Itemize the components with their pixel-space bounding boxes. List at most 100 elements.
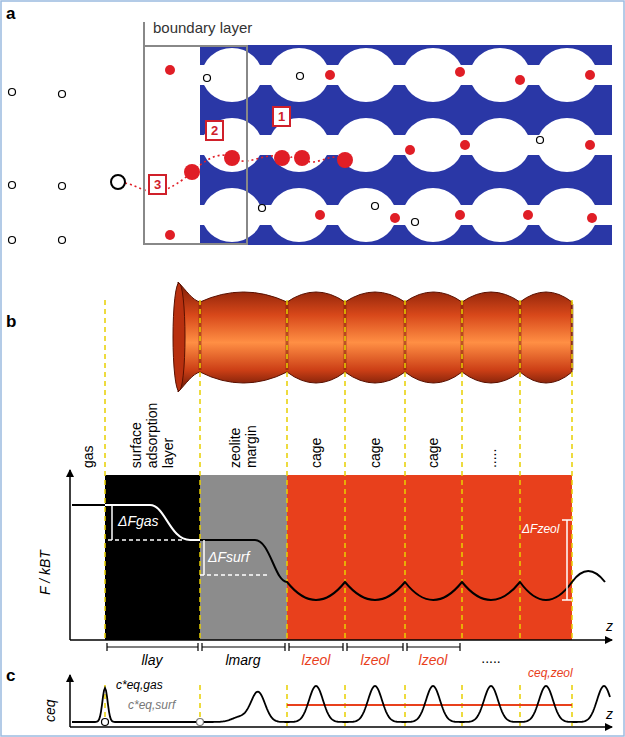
figure-line — [104, 300, 106, 640]
figure-ellipse — [269, 48, 329, 102]
figure-line — [201, 643, 202, 651]
figure-circle — [455, 210, 465, 220]
figure-circle — [315, 210, 325, 220]
x-axis — [70, 639, 612, 641]
figure-line — [406, 643, 407, 651]
axis-label: lzeol — [302, 652, 331, 668]
figure-ellipse — [202, 118, 262, 172]
figure-circle — [523, 210, 533, 220]
figure-circle — [412, 219, 419, 226]
free-energy-curve — [72, 505, 605, 600]
figure-line — [404, 685, 406, 727]
callout-number: 3 — [154, 177, 161, 192]
figure-line — [344, 685, 346, 727]
callout-box: 1 — [272, 106, 291, 127]
figure-circle — [59, 91, 66, 98]
figure-ellipse — [403, 188, 463, 242]
axis-label: ..... — [481, 650, 500, 666]
figure-line — [404, 300, 406, 640]
energy-label: ΔFzeol — [522, 522, 572, 536]
figure-line — [199, 685, 201, 727]
figure-line — [461, 304, 464, 370]
figure-line — [197, 643, 198, 651]
figure-ellipse — [403, 48, 463, 102]
figure-circle — [224, 150, 240, 166]
callout-number: 1 — [278, 109, 285, 124]
figure-line — [407, 646, 460, 647]
axis-label: llay — [141, 652, 162, 668]
figure-line — [519, 300, 521, 640]
figure-line — [200, 574, 270, 576]
figure-line — [286, 300, 288, 640]
figure-line — [347, 646, 403, 647]
figure-ellipse — [470, 48, 530, 102]
boundary-bracket — [143, 22, 145, 46]
figure-ellipse — [336, 188, 396, 242]
figure-line — [286, 685, 288, 727]
energy-label: ΔFsurf — [208, 549, 287, 565]
figure-ellipse — [470, 188, 530, 242]
region-label: ceq — [42, 682, 58, 722]
figure-line — [571, 685, 573, 727]
axis-label: lmarg — [225, 652, 260, 668]
figure-line — [562, 519, 572, 521]
figure-line — [571, 304, 574, 370]
figure-line — [461, 300, 463, 640]
figure-line — [344, 304, 347, 370]
figure-ellipse — [202, 188, 262, 242]
figure-ellipse — [537, 48, 597, 102]
region-label: gas — [80, 428, 96, 468]
figure-circle — [372, 203, 379, 210]
callout-box: 2 — [205, 120, 224, 141]
free-energy-curve — [105, 505, 200, 540]
figure-circle — [165, 65, 175, 75]
figure-circle — [59, 237, 66, 244]
zeolite-band: ΔFzeol — [287, 475, 572, 640]
gas-molecule — [111, 175, 125, 189]
figure-circle — [184, 164, 200, 180]
axis-label: c*eq,surf — [128, 699, 175, 713]
figure-line — [289, 646, 343, 647]
region-label: surface adsorption layer — [128, 382, 176, 468]
callout-number: 2 — [211, 123, 218, 138]
box-heading: boundary layer — [153, 19, 252, 36]
figure-circle — [9, 237, 16, 244]
figure-circle — [59, 183, 66, 190]
zeolite-cages — [200, 48, 612, 242]
tracked-molecule — [184, 150, 353, 180]
figure-circle — [585, 70, 595, 80]
figure-path — [178, 282, 572, 392]
figure-circle — [460, 140, 470, 150]
mean-concentration-line — [287, 704, 572, 706]
figure-line — [566, 520, 568, 600]
figure-line — [111, 505, 113, 540]
figure-line — [288, 643, 289, 651]
figure-circle — [587, 213, 597, 223]
figure-line — [286, 304, 289, 370]
boundary-layer-box: boundary layer3 — [143, 45, 248, 245]
figure-circle — [294, 150, 310, 166]
figure-circle — [390, 213, 400, 223]
figure-line — [571, 300, 573, 640]
figure-ellipse — [470, 118, 530, 172]
region-label: ..... — [483, 428, 499, 468]
axis-label: lzeol — [419, 652, 448, 668]
x-axis — [70, 726, 612, 728]
panel-letter: b — [6, 312, 16, 332]
figure-line — [202, 646, 285, 647]
figure-line — [346, 643, 347, 651]
figure-line — [342, 643, 343, 651]
channel-isosurface — [173, 282, 572, 392]
region-boundaries — [105, 300, 572, 727]
figure-circle — [9, 89, 16, 96]
figure-circle — [9, 182, 16, 189]
figure-line — [199, 304, 202, 370]
figure-line — [284, 643, 285, 651]
figure-circle — [337, 152, 353, 168]
callout-box: 3 — [148, 174, 167, 195]
figure-circle — [204, 75, 211, 82]
figure-ellipse — [403, 118, 463, 172]
equilibrium-point — [102, 719, 109, 726]
